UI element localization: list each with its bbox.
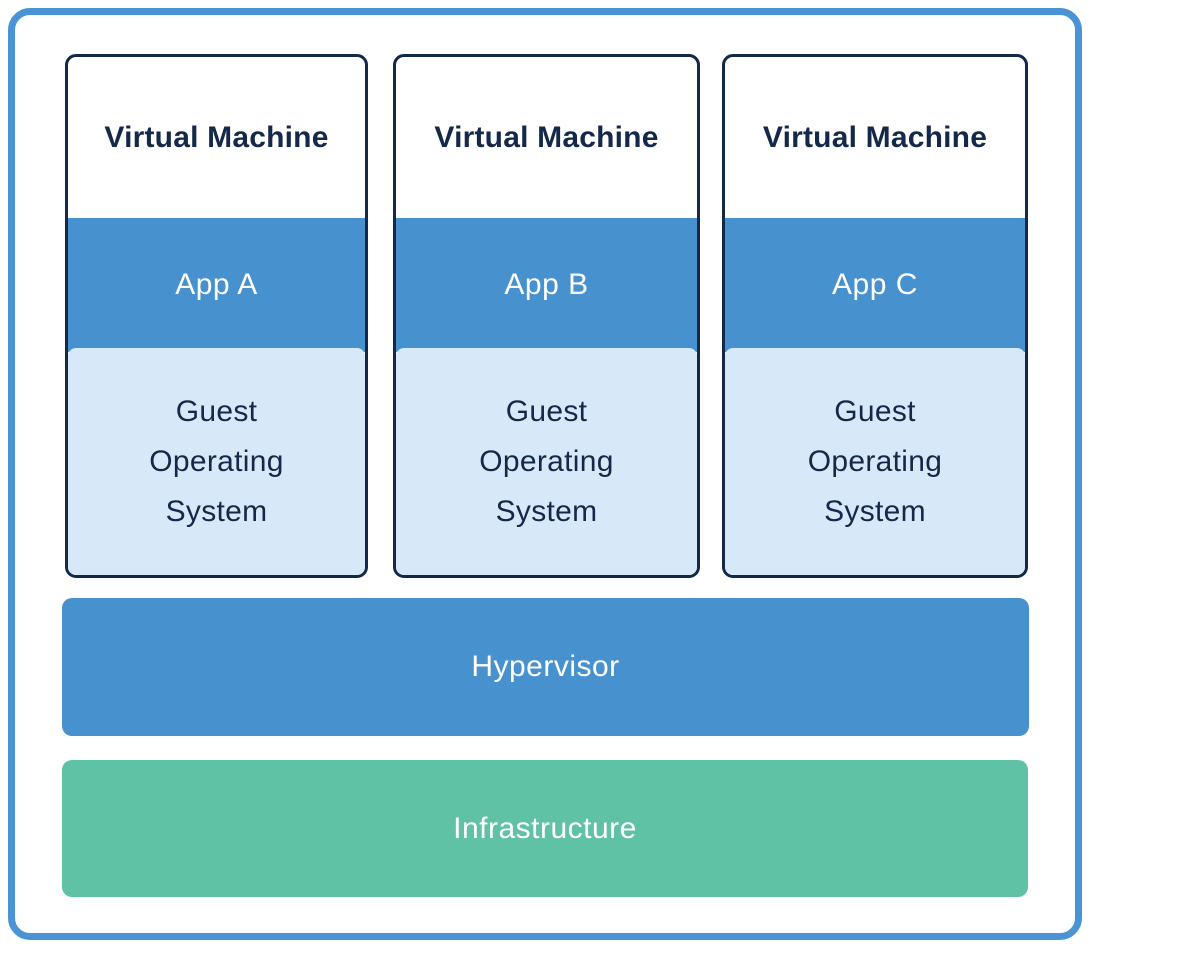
vm-title: Virtual Machine: [434, 120, 659, 154]
guest-os-line: Guest: [175, 394, 258, 428]
guest-os-line: Guest: [505, 394, 588, 428]
vm-box-3: Virtual Machine App C Guest Operating Sy…: [722, 54, 1028, 578]
guest-os-line: Operating: [149, 444, 284, 478]
guest-os-layer: Guest Operating System: [68, 348, 365, 575]
vm-title: Virtual Machine: [762, 120, 988, 154]
infrastructure-layer: Infrastructure: [62, 760, 1028, 897]
guest-os-line: Guest: [834, 394, 916, 428]
guest-os-line: Operating: [479, 444, 614, 478]
app-layer: App A: [68, 218, 365, 352]
guest-os-layer: Guest Operating System: [396, 348, 697, 575]
vm-box-1: Virtual Machine App A Guest Operating Sy…: [65, 54, 368, 578]
app-layer: App B: [396, 218, 697, 352]
vm-box-2: Virtual Machine App B Guest Operating Sy…: [393, 54, 700, 578]
guest-os-layer: Guest Operating System: [725, 348, 1025, 575]
hypervisor-layer: Hypervisor: [62, 598, 1029, 736]
guest-os-line: System: [824, 494, 926, 528]
vm-title: Virtual Machine: [104, 120, 329, 154]
app-layer: App C: [725, 218, 1025, 352]
guest-os-line: System: [495, 494, 598, 528]
guest-os-line: System: [165, 494, 268, 528]
guest-os-line: Operating: [807, 444, 943, 478]
